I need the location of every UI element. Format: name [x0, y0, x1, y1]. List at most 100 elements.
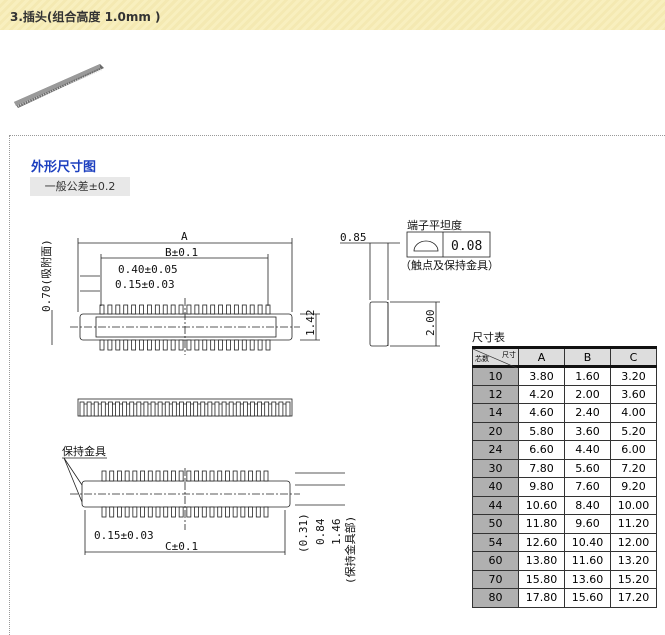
- pin: [171, 506, 176, 518]
- pin: [209, 470, 215, 482]
- column-header: B: [564, 347, 611, 367]
- pin: [202, 304, 208, 315]
- pin: [140, 470, 145, 482]
- pin: [249, 339, 255, 351]
- pin: [140, 506, 145, 518]
- pin: [131, 339, 137, 351]
- pin: [242, 401, 248, 417]
- front-view: [77, 398, 293, 417]
- pin: [248, 506, 253, 518]
- pin: [194, 339, 200, 351]
- pin: [193, 401, 199, 417]
- dimension-cell: 5.80: [518, 421, 565, 441]
- pin: [99, 304, 105, 315]
- pin: [201, 470, 207, 482]
- dimension-cell: 5.60: [564, 458, 611, 478]
- pin: [147, 339, 152, 351]
- pin: [154, 339, 160, 351]
- pin: [240, 506, 246, 518]
- pin: [93, 401, 99, 417]
- flatness-note: （触点及保持金具）: [400, 258, 499, 272]
- pin: [235, 401, 241, 417]
- pin: [132, 470, 138, 482]
- pin: [264, 401, 270, 417]
- pin: [101, 506, 107, 518]
- dimension-cell: 2.40: [564, 403, 611, 423]
- top-view: [70, 298, 300, 355]
- side-view: [340, 231, 491, 347]
- pin: [217, 506, 223, 518]
- dimension-cell: 6.60: [518, 440, 565, 460]
- pin: [186, 401, 191, 417]
- pin: [164, 401, 170, 417]
- dim-1-42: 1.42: [304, 310, 317, 337]
- dimension-cell: 4.40: [564, 440, 611, 460]
- pin: [240, 470, 246, 482]
- pin: [115, 339, 121, 351]
- pin: [139, 339, 144, 351]
- dimension-cell: 11.80: [518, 514, 565, 534]
- pin: [207, 401, 213, 417]
- dim-0-31: (0.31): [297, 513, 310, 553]
- pin-count-cell: 80: [472, 588, 519, 608]
- pin: [163, 506, 169, 518]
- holder-part-label: (保持金具部): [343, 516, 357, 584]
- dimension-cell: 15.20: [610, 569, 657, 589]
- pin: [285, 401, 291, 417]
- pin: [131, 304, 137, 315]
- pin: [202, 339, 208, 351]
- pin: [263, 470, 269, 482]
- dimension-cell: 12.60: [518, 532, 565, 552]
- dimension-cell: 4.00: [610, 403, 657, 423]
- tolerance-note: 一般公差±0.2: [30, 177, 130, 196]
- pin: [225, 506, 230, 518]
- pin-count-cell: 20: [472, 421, 519, 441]
- pin: [257, 304, 263, 315]
- dimension-cell: 4.20: [518, 384, 565, 404]
- pin: [218, 339, 223, 351]
- dim-c: C±0.1: [165, 540, 198, 553]
- pin: [139, 304, 144, 315]
- pin: [257, 401, 262, 417]
- pin: [233, 339, 239, 351]
- dimension-cell: 7.20: [610, 458, 657, 478]
- pin: [232, 470, 238, 482]
- pin: [263, 506, 269, 518]
- pin: [186, 304, 192, 315]
- dim-bottom-width: 0.15±0.03: [94, 529, 154, 542]
- pin: [217, 470, 223, 482]
- pin: [132, 506, 138, 518]
- pin: [178, 304, 184, 315]
- dimension-cell: 6.00: [610, 440, 657, 460]
- dimension-cell: 17.20: [610, 588, 657, 608]
- pin: [226, 339, 231, 351]
- pin: [186, 339, 192, 351]
- pin: [109, 470, 115, 482]
- dimension-cell: 17.80: [518, 588, 565, 608]
- pin-count-cell: 10: [472, 366, 519, 386]
- pin: [123, 339, 129, 351]
- pin: [162, 339, 168, 351]
- pin: [257, 339, 263, 351]
- dimension-cell: 12.00: [610, 532, 657, 552]
- table-caption: 尺寸表: [472, 331, 505, 344]
- pin: [163, 470, 169, 482]
- dimension-cell: 9.60: [564, 514, 611, 534]
- pin: [194, 470, 199, 482]
- drawing-panel: [9, 135, 665, 635]
- connector-photo: [14, 64, 104, 108]
- dimension-cell: 1.60: [564, 366, 611, 386]
- holder-label: 保持金具: [62, 444, 106, 458]
- bottom-view: [70, 468, 300, 530]
- dim-pitch: 0.40±0.05: [118, 263, 178, 276]
- pin: [115, 401, 120, 417]
- dim-0-85: 0.85: [340, 231, 367, 244]
- flatness-value: 0.08: [451, 239, 482, 254]
- dimension-cell: 13.20: [610, 551, 657, 571]
